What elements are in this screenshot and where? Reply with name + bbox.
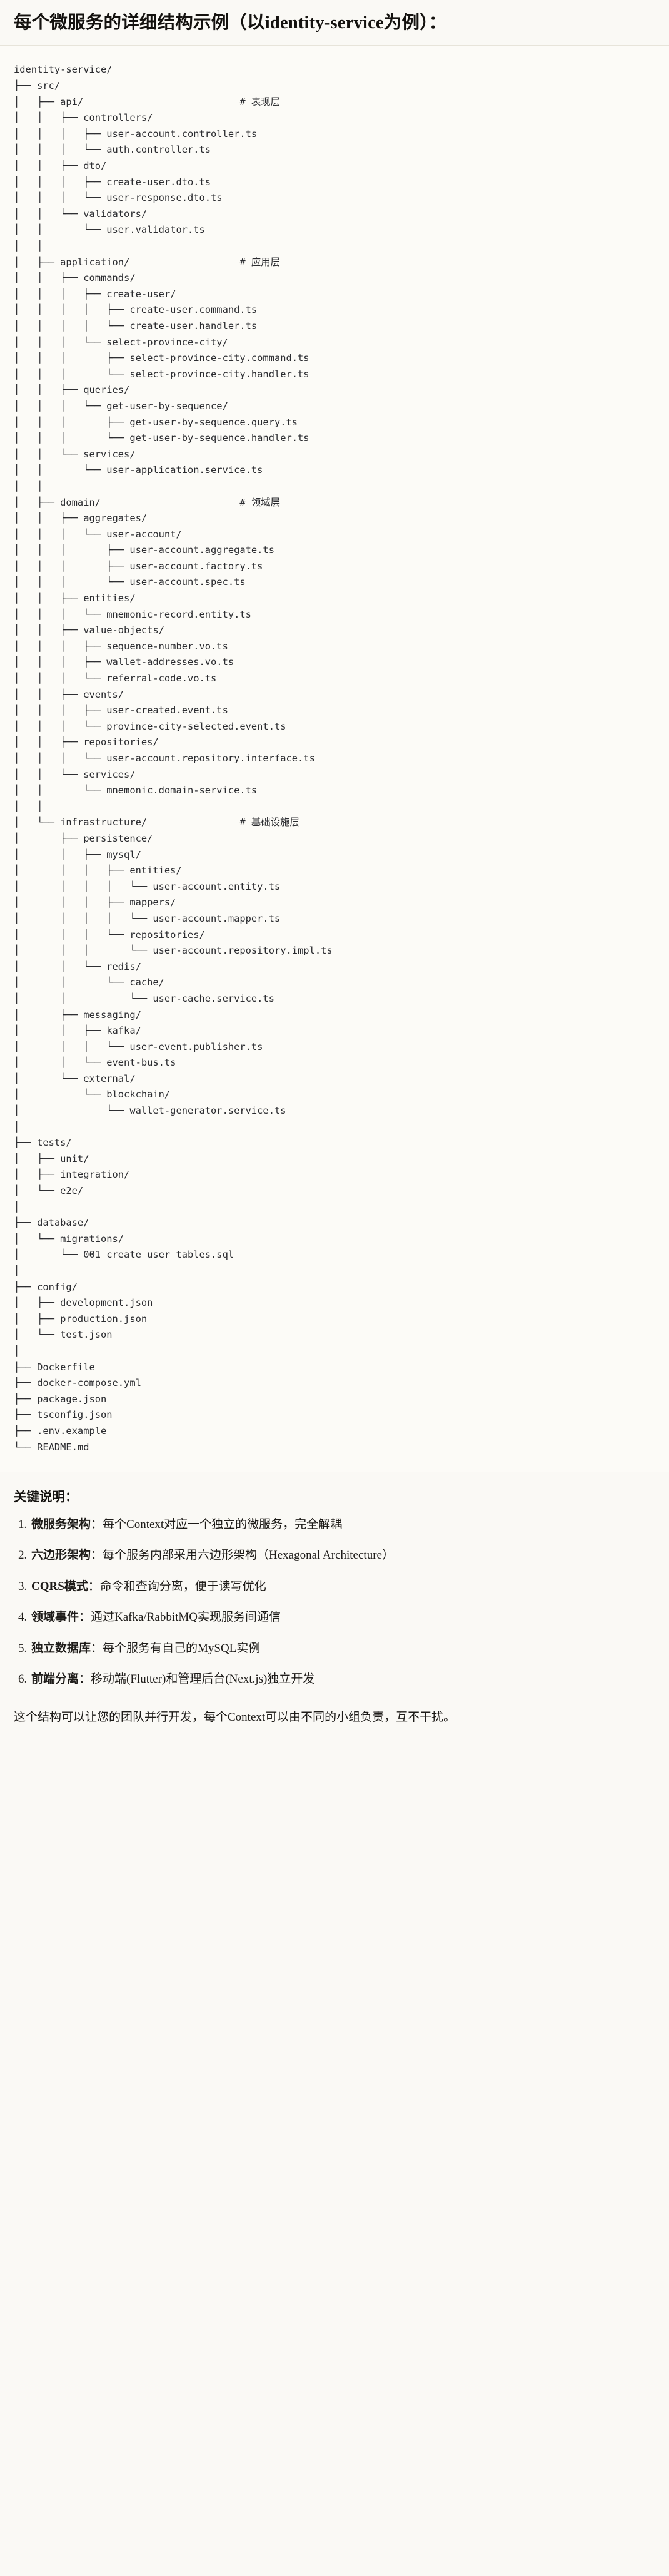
key-note-body: ：通过Kafka/RabbitMQ实现服务间通信 (79, 1611, 281, 1624)
key-note-term: 微服务架构 (31, 1517, 91, 1531)
key-note-body: ：移动端(Flutter)和管理后台(Next.js)独立开发 (79, 1672, 315, 1686)
key-notes-title: 关键说明： (14, 1490, 78, 1505)
directory-tree-block: identity-service/ ├── src/ │ ├── api/ # … (0, 46, 669, 1472)
directory-tree: identity-service/ ├── src/ │ ├── api/ # … (14, 64, 333, 1453)
key-note-term: CQRS模式 (31, 1579, 88, 1593)
closing-paragraph: 这个结构可以让您的团队并行开发，每个Context可以由不同的小组负责，互不干扰… (14, 1711, 456, 1724)
divider-top (0, 45, 669, 46)
key-note-body: ：每个服务有自己的MySQL实例 (91, 1641, 261, 1655)
key-note-item: CQRS模式：命令和查询分离，便于读写优化 (30, 1577, 655, 1596)
key-note-item: 领域事件：通过Kafka/RabbitMQ实现服务间通信 (30, 1608, 655, 1626)
key-note-body: ：每个服务内部采用六边形架构（Hexagonal Architecture） (91, 1549, 394, 1562)
document-page: 每个微服务的详细结构示例（以identity-service为例）： ident… (0, 0, 669, 1743)
key-note-body: ：每个Context对应一个独立的微服务，完全解耦 (91, 1517, 343, 1531)
key-note-body: ：命令和查询分离，便于读写优化 (88, 1579, 266, 1593)
key-notes-section: 关键说明： 微服务架构：每个Context对应一个独立的微服务，完全解耦六边形架… (0, 1472, 669, 1694)
key-note-term: 六边形架构 (31, 1549, 91, 1562)
key-note-term: 领域事件 (31, 1611, 79, 1624)
key-note-item: 独立数据库：每个服务有自己的MySQL实例 (30, 1639, 655, 1657)
page-title: 每个微服务的详细结构示例（以identity-service为例）： (14, 13, 447, 33)
key-note-item: 微服务架构：每个Context对应一个独立的微服务，完全解耦 (30, 1515, 655, 1534)
key-note-term: 独立数据库 (31, 1641, 91, 1655)
key-note-item: 六边形架构：每个服务内部采用六边形架构（Hexagonal Architectu… (30, 1546, 655, 1564)
key-notes-list: 微服务架构：每个Context对应一个独立的微服务，完全解耦六边形架构：每个服务… (14, 1515, 655, 1689)
key-note-term: 前端分离 (31, 1672, 79, 1686)
key-note-item: 前端分离：移动端(Flutter)和管理后台(Next.js)独立开发 (30, 1670, 655, 1688)
